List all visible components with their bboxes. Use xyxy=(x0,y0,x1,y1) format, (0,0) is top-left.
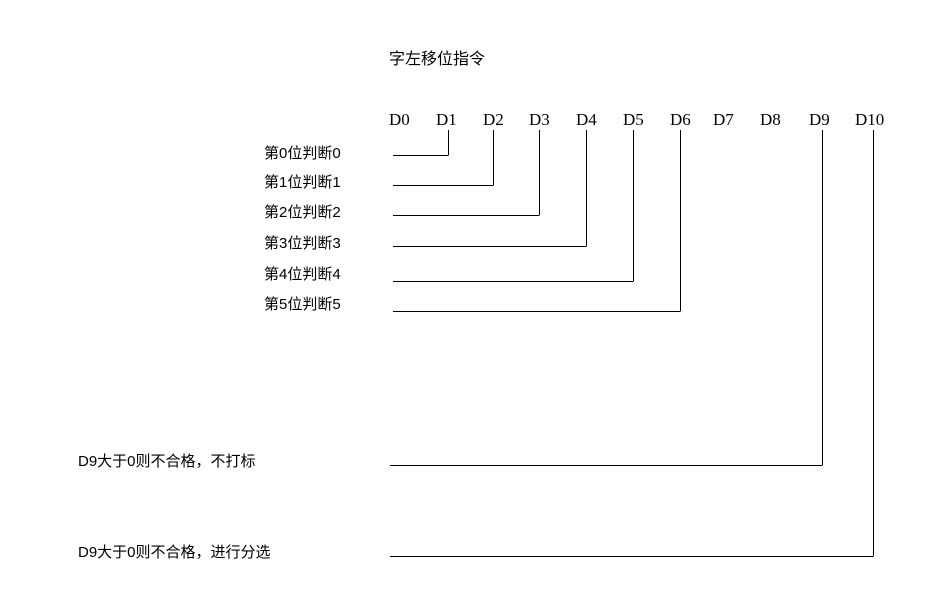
register-label-d10: D10 xyxy=(855,110,885,129)
bit-row-label-2: 第2位判断2 xyxy=(264,204,341,221)
register-label-d6: D6 xyxy=(670,110,691,129)
register-label-d5: D5 xyxy=(623,110,644,129)
register-label-d3: D3 xyxy=(529,110,550,129)
bit-row-label-1: 第1位判断1 xyxy=(264,174,341,191)
register-label-d2: D2 xyxy=(483,110,504,129)
register-label-d4: D4 xyxy=(576,110,597,129)
note-label-sorting: D9大于0则不合格，进行分选 xyxy=(78,544,271,561)
bit-row-label-4: 第4位判断4 xyxy=(264,266,341,283)
note-label-no-marking: D9大于0则不合格，不打标 xyxy=(78,453,256,470)
register-label-d7: D7 xyxy=(713,110,734,129)
register-label-d1: D1 xyxy=(436,110,457,129)
register-label-d8: D8 xyxy=(760,110,781,129)
bit-row-label-0: 第0位判断0 xyxy=(264,145,341,162)
register-label-d0: D0 xyxy=(389,110,410,129)
diagram-title: 字左移位指令 xyxy=(389,51,486,68)
register-label-d9: D9 xyxy=(809,110,830,129)
bit-row-label-5: 第5位判断5 xyxy=(264,296,341,313)
bit-row-label-3: 第3位判断3 xyxy=(264,235,341,252)
